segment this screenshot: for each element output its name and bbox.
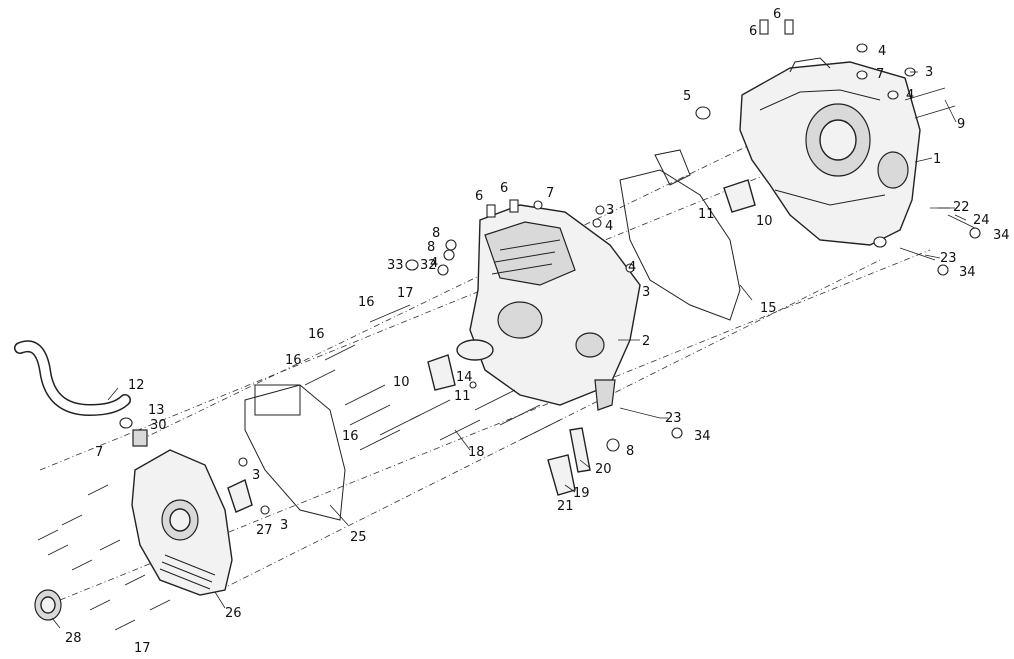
callout-20: 20 — [595, 462, 612, 477]
callout-3: 3 — [252, 468, 260, 483]
callout-3: 3 — [280, 518, 288, 533]
callout-7: 7 — [546, 186, 554, 201]
callout-16: 16 — [308, 327, 325, 342]
breather-hose — [14, 340, 131, 417]
callout-4: 4 — [430, 256, 438, 271]
callout-6: 6 — [475, 189, 483, 204]
callout-4: 4 — [605, 219, 613, 234]
callout-18: 18 — [468, 445, 485, 460]
callout-16: 16 — [285, 353, 302, 368]
callout-10: 10 — [393, 375, 410, 390]
callout-3: 3 — [642, 285, 650, 300]
callout-2: 2 — [642, 334, 650, 349]
callout-24: 24 — [973, 213, 990, 228]
callout-25: 25 — [350, 530, 367, 545]
callout-22: 22 — [953, 200, 970, 215]
callout-17: 17 — [397, 286, 414, 301]
leader-lines — [51, 71, 967, 629]
callout-23: 23 — [665, 411, 682, 426]
callout-10: 10 — [756, 214, 773, 229]
callout-4: 4 — [878, 44, 886, 59]
callout-34: 34 — [993, 228, 1010, 243]
right-crankcase — [739, 57, 921, 248]
callout-8: 8 — [432, 226, 440, 241]
callout-5: 5 — [683, 89, 691, 104]
studs — [619, 87, 976, 419]
callout-labels: 1 2 3 3 3 3 3 4 4 4 4 4 5 6 6 6 6 7 7 7 … — [65, 7, 1010, 656]
callout-12: 12 — [128, 378, 145, 393]
callout-6: 6 — [500, 181, 508, 196]
left-crankcase — [456, 204, 641, 411]
callout-3: 3 — [925, 65, 933, 80]
callout-17: 17 — [134, 641, 151, 656]
callout-26: 26 — [225, 606, 242, 621]
long-bolts — [304, 304, 561, 451]
callout-19: 19 — [573, 486, 590, 501]
callout-34: 34 — [694, 429, 711, 444]
callout-15: 15 — [760, 301, 777, 316]
oil-seal — [34, 589, 62, 621]
callout-7: 7 — [95, 445, 103, 460]
cover-bolts — [37, 484, 171, 631]
callout-16: 16 — [358, 295, 375, 310]
callout-11: 11 — [454, 389, 471, 404]
callout-27: 27 — [256, 523, 273, 538]
callout-8: 8 — [427, 240, 435, 255]
callout-33: 33 — [387, 258, 404, 273]
callout-1: 1 — [933, 152, 941, 167]
spring-plug — [119, 417, 148, 447]
callout-34: 34 — [959, 265, 976, 280]
callout-8: 8 — [626, 444, 634, 459]
callout-6: 6 — [773, 7, 781, 22]
side-cover — [131, 449, 233, 596]
callout-7: 7 — [876, 67, 884, 82]
cover-gasket — [244, 384, 346, 521]
callout-6: 6 — [749, 24, 757, 39]
callout-28: 28 — [65, 631, 82, 646]
callout-32: 32 — [420, 258, 437, 273]
callout-11: 11 — [698, 207, 715, 222]
callout-4: 4 — [628, 260, 636, 275]
crankcase-gasket — [619, 149, 741, 321]
bushings — [227, 179, 756, 513]
callout-3: 3 — [606, 203, 614, 218]
bracket — [547, 427, 591, 496]
callout-9: 9 — [957, 117, 965, 132]
callout-16: 16 — [342, 429, 359, 444]
callout-13: 13 — [148, 403, 165, 418]
callout-23: 23 — [940, 251, 957, 266]
small-fasteners — [238, 19, 981, 515]
callout-30: 30 — [150, 418, 167, 433]
callout-14: 14 — [456, 370, 473, 385]
callout-21: 21 — [557, 499, 574, 514]
callout-4: 4 — [906, 88, 914, 103]
